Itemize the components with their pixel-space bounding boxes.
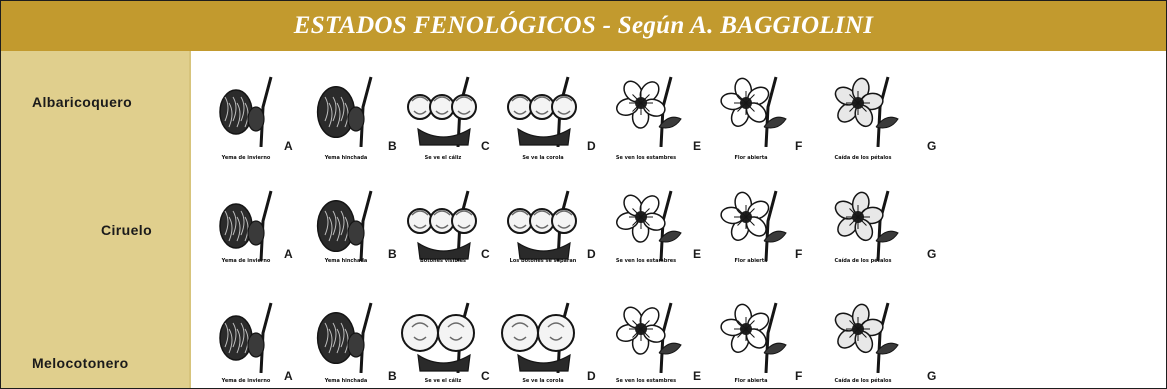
stage-caption: Flor abierta	[734, 258, 767, 264]
stage-letter: C	[481, 247, 490, 261]
flower-drawing-icon	[601, 181, 691, 261]
bud-drawing-icon	[301, 293, 391, 373]
bud-drawing-icon	[201, 293, 291, 373]
stage-caption: Caída de los pétalos	[835, 378, 892, 384]
stage-caption: Los botones se separan	[510, 258, 577, 264]
row-label-sidebar: Albaricoquero Ciruelo Melocotonero	[1, 51, 191, 388]
stage-caption: Se ven los estambres	[616, 155, 676, 161]
stage-letter: F	[795, 139, 802, 153]
stage-letter: D	[587, 247, 596, 261]
title-banner: ESTADOS FENOLÓGICOS - Según A. BAGGIOLIN…	[1, 1, 1166, 51]
row-label-ciruelo: Ciruelo	[101, 222, 152, 238]
bud-drawing-icon	[498, 181, 588, 261]
stage-caption: Botones visibles	[420, 258, 466, 264]
stage-letter: C	[481, 369, 490, 383]
page-title: ESTADOS FENOLÓGICOS - Según A. BAGGIOLIN…	[294, 12, 874, 40]
stage-letter: C	[481, 139, 490, 153]
bud-drawing-icon	[398, 293, 488, 373]
stage-caption: Se ven los estambres	[616, 258, 676, 264]
stage-letter: A	[284, 369, 293, 383]
bud-drawing-icon	[201, 181, 291, 261]
bud-drawing-icon	[201, 67, 291, 147]
flower-drawing-icon	[706, 67, 796, 147]
stage-caption: Se ven los estambres	[616, 378, 676, 384]
stage-letter: G	[927, 247, 936, 261]
bud-drawing-icon	[398, 67, 488, 147]
stage-caption: Se ve el cáliz	[425, 378, 462, 384]
stage-letter: B	[388, 139, 397, 153]
stage-letter: G	[927, 139, 936, 153]
bud-drawing-icon	[301, 181, 391, 261]
flower-drawing-icon	[706, 181, 796, 261]
stage-caption: Flor abierta	[734, 378, 767, 384]
stage-letter: A	[284, 247, 293, 261]
stage-letter: G	[927, 369, 936, 383]
row-label-melocotonero: Melocotonero	[32, 355, 129, 371]
stage-caption: Yema hinchada	[325, 155, 368, 161]
stage-caption: Yema de invierno	[222, 258, 271, 264]
stage-caption: Se ve el cáliz	[425, 155, 462, 161]
flower-drawing-icon	[818, 67, 908, 147]
stage-caption: Flor abierta	[734, 155, 767, 161]
row-label-albaricoquero: Albaricoquero	[32, 94, 132, 110]
stage-letter: F	[795, 247, 802, 261]
stage-letter: E	[693, 247, 701, 261]
stage-caption: Yema hinchada	[325, 258, 368, 264]
stage-letter: D	[587, 369, 596, 383]
stage-caption: Se ve la corola	[522, 378, 563, 384]
flower-drawing-icon	[601, 67, 691, 147]
stage-caption: Caída de los pétalos	[835, 155, 892, 161]
stage-letter: B	[388, 247, 397, 261]
flower-drawing-icon	[818, 293, 908, 373]
stage-caption: Caída de los pétalos	[835, 258, 892, 264]
stage-caption: Se ve la corola	[522, 155, 563, 161]
bud-drawing-icon	[301, 67, 391, 147]
bud-drawing-icon	[498, 293, 588, 373]
stage-letter: F	[795, 369, 802, 383]
bud-drawing-icon	[398, 181, 488, 261]
stage-letter: E	[693, 369, 701, 383]
stage-caption: Yema hinchada	[325, 378, 368, 384]
stage-letter: A	[284, 139, 293, 153]
flower-drawing-icon	[601, 293, 691, 373]
stage-letter: D	[587, 139, 596, 153]
stage-caption: Yema de invierno	[222, 155, 271, 161]
stage-letter: E	[693, 139, 701, 153]
stage-letter: B	[388, 369, 397, 383]
flower-drawing-icon	[706, 293, 796, 373]
flower-drawing-icon	[818, 181, 908, 261]
bud-drawing-icon	[498, 67, 588, 147]
stage-caption: Yema de invierno	[222, 378, 271, 384]
